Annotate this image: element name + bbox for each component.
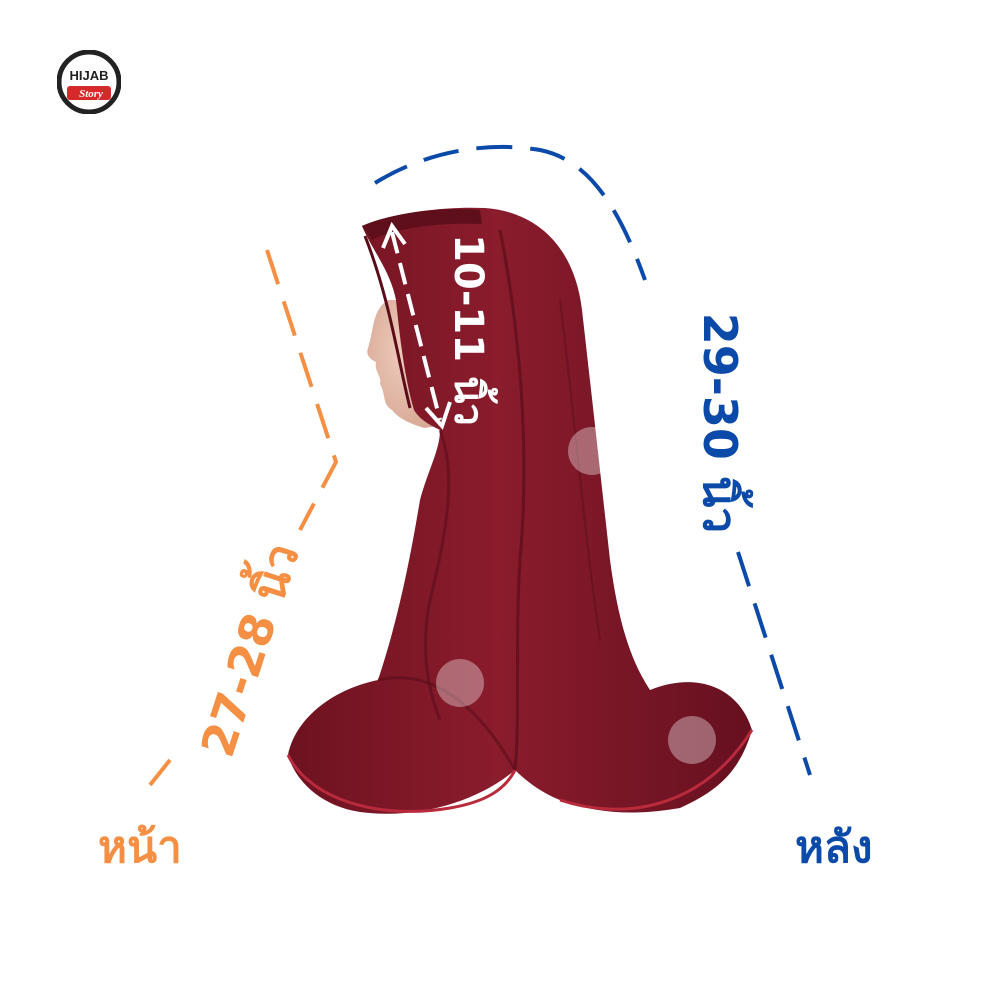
back-measure-line-lower xyxy=(736,551,812,776)
front-measure-line-lower xyxy=(148,758,172,787)
head-measure-text: 10-11 นิ้ว xyxy=(445,234,491,426)
logo-text-top: HIJAB xyxy=(69,68,108,83)
watermark xyxy=(436,427,716,764)
front-measure-line xyxy=(265,249,339,531)
back-measure-line xyxy=(373,144,647,281)
head-measure-arrow xyxy=(381,221,452,430)
brand-logo: HIJAB Story xyxy=(56,49,122,115)
back-measure-text: 29-30 นิ้ว xyxy=(693,312,747,534)
hijab-garment xyxy=(286,207,754,814)
front-label: หน้า xyxy=(98,822,182,873)
logo-text-bottom: Story xyxy=(79,88,103,100)
back-label: หลัง xyxy=(795,822,873,873)
